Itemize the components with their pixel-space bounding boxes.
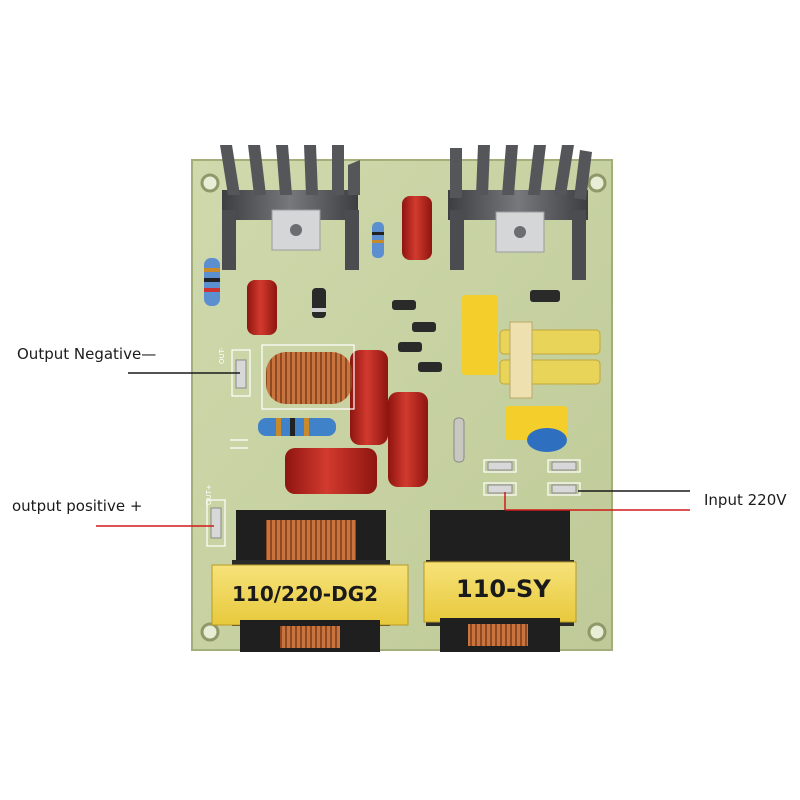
left-transformer bbox=[211, 510, 409, 652]
resistors bbox=[204, 222, 384, 436]
silkscreen-out-plus: OUT+ bbox=[205, 484, 213, 505]
output-negative-label: Output Negative— bbox=[17, 345, 157, 363]
input-220v-label: Input 220V bbox=[704, 491, 787, 509]
inductor-coil bbox=[266, 352, 352, 404]
left-transformer-label: 110/220-DG2 bbox=[232, 582, 379, 606]
right-heatsink bbox=[448, 145, 592, 280]
right-transformer-label: 110-SY bbox=[456, 575, 551, 603]
output-positive-label: output positive + bbox=[12, 497, 143, 515]
mounting-holes bbox=[200, 173, 607, 642]
red-capacitors bbox=[247, 196, 432, 494]
silkscreen-out-minus: OUT- bbox=[218, 347, 226, 364]
left-heatsink bbox=[220, 145, 360, 270]
terminal-pins bbox=[210, 359, 577, 539]
diodes bbox=[312, 288, 560, 463]
yellow-components bbox=[462, 295, 601, 452]
right-transformer bbox=[423, 510, 577, 652]
